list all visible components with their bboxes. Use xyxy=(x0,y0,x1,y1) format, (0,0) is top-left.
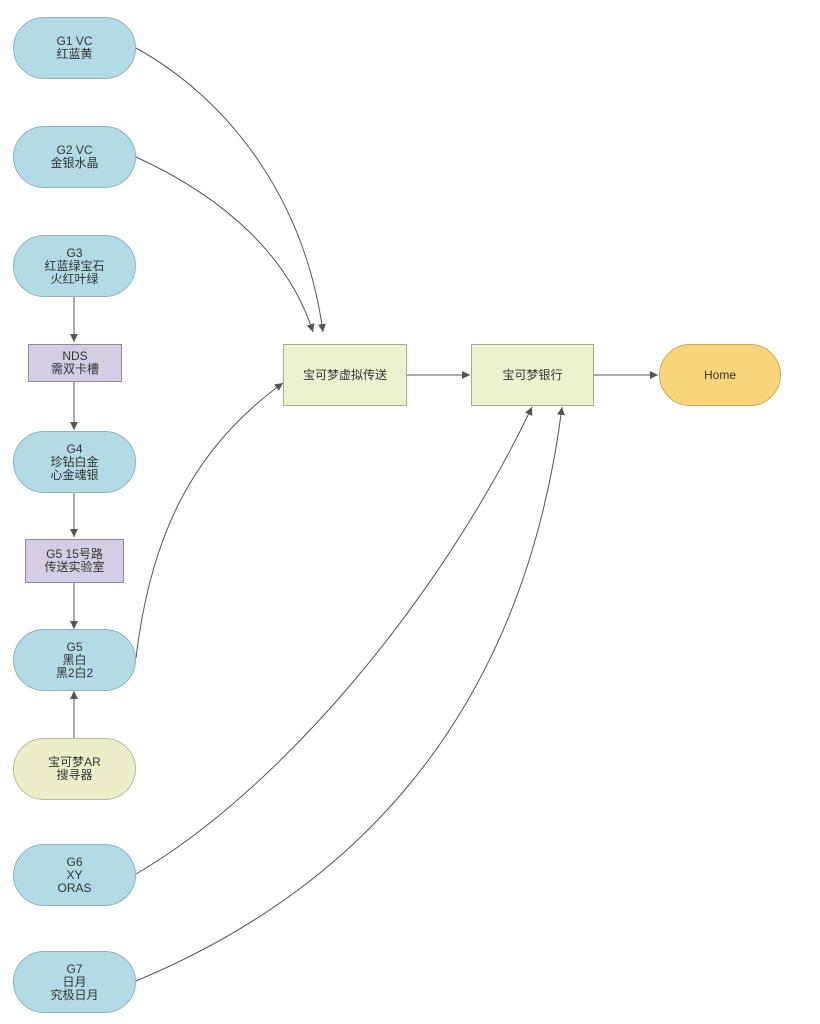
node-route15: G5 15号路 传送实验室 xyxy=(25,539,124,583)
node-g5-label: G5 黑白 黑2白2 xyxy=(55,639,94,680)
node-bank-label: 宝可梦银行 xyxy=(502,367,563,382)
node-g1-label: G1 VC 红蓝黄 xyxy=(56,34,93,61)
node-g5: G5 黑白 黑2白2 xyxy=(13,629,136,691)
node-g3: G3 红蓝绿宝石 火红叶绿 xyxy=(13,235,136,297)
node-pokemon-bank: 宝可梦银行 xyxy=(471,344,594,406)
node-nds: NDS 需双卡槽 xyxy=(28,344,122,382)
edge-g2-to-transporter xyxy=(135,156,315,333)
node-home-label: Home xyxy=(703,367,736,382)
node-pokemon-ar-searcher: 宝可梦AR 搜寻器 xyxy=(13,738,136,800)
node-g2-label: G2 VC 金银水晶 xyxy=(50,143,99,170)
node-pokemon-transporter: 宝可梦虚拟传送 xyxy=(283,344,407,406)
edge-g1-to-transporter xyxy=(135,47,326,333)
node-g7: G7 日月 究极日月 xyxy=(13,951,136,1013)
edge-g7-to-bank xyxy=(135,406,565,982)
node-transporter-label: 宝可梦虚拟传送 xyxy=(302,367,387,382)
node-g6-label: G6 XY ORAS xyxy=(57,854,92,895)
node-g4-label: G4 珍钻白金 心金魂银 xyxy=(50,441,99,482)
node-g3-label: G3 红蓝绿宝石 火红叶绿 xyxy=(44,245,105,286)
edge-g6-to-bank xyxy=(135,406,533,875)
node-nds-label: NDS 需双卡槽 xyxy=(50,349,99,376)
node-g1: G1 VC 红蓝黄 xyxy=(13,17,136,79)
node-g4: G4 珍钻白金 心金魂银 xyxy=(13,431,136,493)
edge-g5-to-transporter xyxy=(135,382,284,659)
node-g2: G2 VC 金银水晶 xyxy=(13,126,136,188)
node-route15-label: G5 15号路 传送实验室 xyxy=(44,547,105,574)
node-g7-label: G7 日月 究极日月 xyxy=(50,961,99,1002)
node-home: Home xyxy=(659,344,781,406)
node-g6: G6 XY ORAS xyxy=(13,844,136,906)
node-ar-label: 宝可梦AR 搜寻器 xyxy=(48,755,101,782)
